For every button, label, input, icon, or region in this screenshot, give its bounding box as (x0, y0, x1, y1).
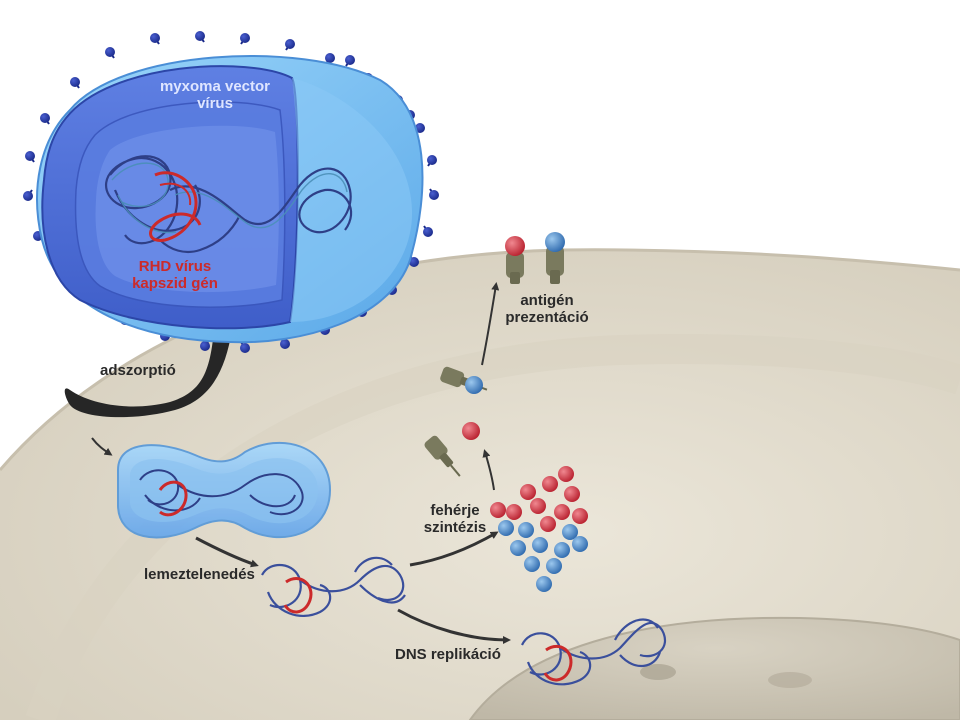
protein-blue (524, 556, 540, 572)
protein-red (540, 516, 556, 532)
protein-red (542, 476, 558, 492)
antigen-blue-bound (465, 376, 483, 394)
protein-blue (546, 558, 562, 574)
spike-protein (70, 77, 80, 87)
label-gene-line1: RHD vírus (120, 258, 230, 275)
label-antigen-presentation-line1: antigén (492, 292, 602, 309)
label-protein-synthesis: fehérje szintézis (415, 502, 495, 536)
protein-red (564, 486, 580, 502)
spike-protein (195, 31, 205, 41)
protein-red (558, 466, 574, 482)
protein-red (520, 484, 536, 500)
protein-blue (532, 537, 548, 553)
protein-blue (572, 536, 588, 552)
spike-protein (325, 53, 335, 63)
protein-red (530, 498, 546, 514)
label-adsorption: adszorptió (100, 362, 176, 379)
spike-protein (105, 47, 115, 57)
protein-red (572, 508, 588, 524)
spike-protein (200, 341, 210, 351)
label-gene: RHD vírus kapszid gén (120, 258, 230, 292)
protein-blue (510, 540, 526, 556)
spike-protein (40, 113, 50, 123)
label-virus-line1: myxoma vector (150, 78, 280, 95)
label-gene-line2: kapszid gén (120, 275, 230, 292)
mhc-red (505, 236, 525, 284)
protein-blue (498, 520, 514, 536)
spike-protein (240, 33, 250, 43)
label-dna-replication: DNS replikáció (395, 646, 501, 663)
protein-blue (518, 522, 534, 538)
label-protein-synthesis-line1: fehérje (415, 502, 495, 519)
spike-protein (23, 191, 33, 201)
label-virus-line2: vírus (150, 95, 280, 112)
spike-protein (285, 39, 295, 49)
spike-protein (280, 339, 290, 349)
protein-blue (536, 576, 552, 592)
antigen-red-free (462, 422, 480, 440)
label-virus: myxoma vector vírus (150, 78, 280, 112)
label-protein-synthesis-line2: szintézis (415, 519, 495, 536)
protein-blue (554, 542, 570, 558)
spike-protein (423, 227, 433, 237)
protein-red (506, 504, 522, 520)
spike-protein (427, 155, 437, 165)
spike-protein (150, 33, 160, 43)
label-antigen-presentation-line2: prezentáció (492, 309, 602, 326)
nucleus-pore (768, 672, 812, 688)
spike-protein (240, 343, 250, 353)
label-uncoating: lemeztelenedés (144, 566, 255, 583)
protein-red (554, 504, 570, 520)
label-antigen-presentation: antigén prezentáció (492, 292, 602, 326)
spike-protein (25, 151, 35, 161)
spike-protein (345, 55, 355, 65)
spike-protein (429, 190, 439, 200)
